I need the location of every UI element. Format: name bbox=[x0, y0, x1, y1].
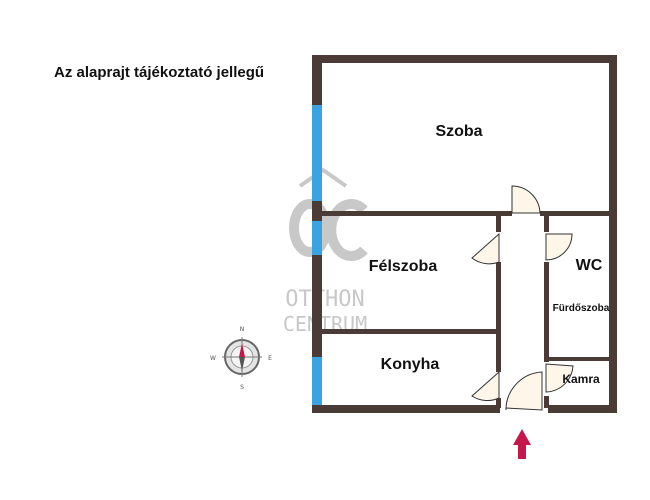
door-entrance bbox=[505, 371, 543, 411]
room-label-kamra: Kamra bbox=[562, 372, 600, 386]
compass-icon bbox=[222, 337, 262, 377]
compass-south-label: S bbox=[240, 384, 244, 391]
door-wc bbox=[545, 233, 573, 261]
room-label-wc: WC bbox=[576, 257, 603, 274]
room-label-konyha: Konyha bbox=[381, 356, 440, 373]
compass-east-label: E bbox=[268, 355, 272, 362]
door-felszoba bbox=[471, 232, 500, 265]
interior-walls bbox=[322, 211, 609, 408]
windows bbox=[312, 105, 322, 405]
room-label-furdoszoba: Fürdőszoba bbox=[553, 303, 610, 314]
watermark-line1: OTTHON bbox=[285, 287, 364, 312]
disclaimer-note: Az alaprajt tájékoztató jellegű bbox=[54, 64, 265, 81]
door-szoba bbox=[511, 185, 541, 214]
room-label-felszoba: Félszoba bbox=[369, 258, 438, 275]
compass-north-label: N bbox=[240, 326, 245, 333]
room-labels: Szoba Félszoba WC Fürdőszoba Konyha Kamr… bbox=[369, 123, 610, 386]
doors bbox=[471, 185, 574, 411]
entrance-arrow-icon bbox=[513, 429, 531, 459]
room-label-szoba: Szoba bbox=[435, 123, 482, 140]
compass-west-label: W bbox=[210, 355, 216, 362]
door-kamra bbox=[545, 363, 574, 393]
door-konyha bbox=[471, 370, 500, 402]
